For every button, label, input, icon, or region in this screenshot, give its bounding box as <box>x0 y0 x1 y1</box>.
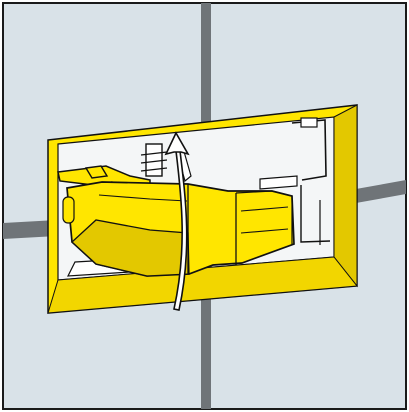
bracket-tab <box>300 117 318 128</box>
module-end-cap <box>235 190 293 244</box>
right-grout-line <box>356 180 406 203</box>
cavity-right-wall <box>333 104 358 288</box>
rotate-arrow-icon <box>164 131 190 311</box>
arrow-shaft <box>173 150 188 311</box>
module-ribs <box>240 206 289 234</box>
module-clip-detail <box>84 165 109 179</box>
arrow-head <box>164 131 190 156</box>
valve-threads <box>140 151 168 172</box>
valve-stem <box>145 143 163 177</box>
left-grout-line <box>3 220 57 239</box>
module-side-knob <box>62 196 75 224</box>
cavity-bottom-wall <box>47 256 358 314</box>
pipe-connector <box>259 175 298 190</box>
module-top-edge <box>98 194 188 202</box>
module-icon <box>57 165 295 277</box>
